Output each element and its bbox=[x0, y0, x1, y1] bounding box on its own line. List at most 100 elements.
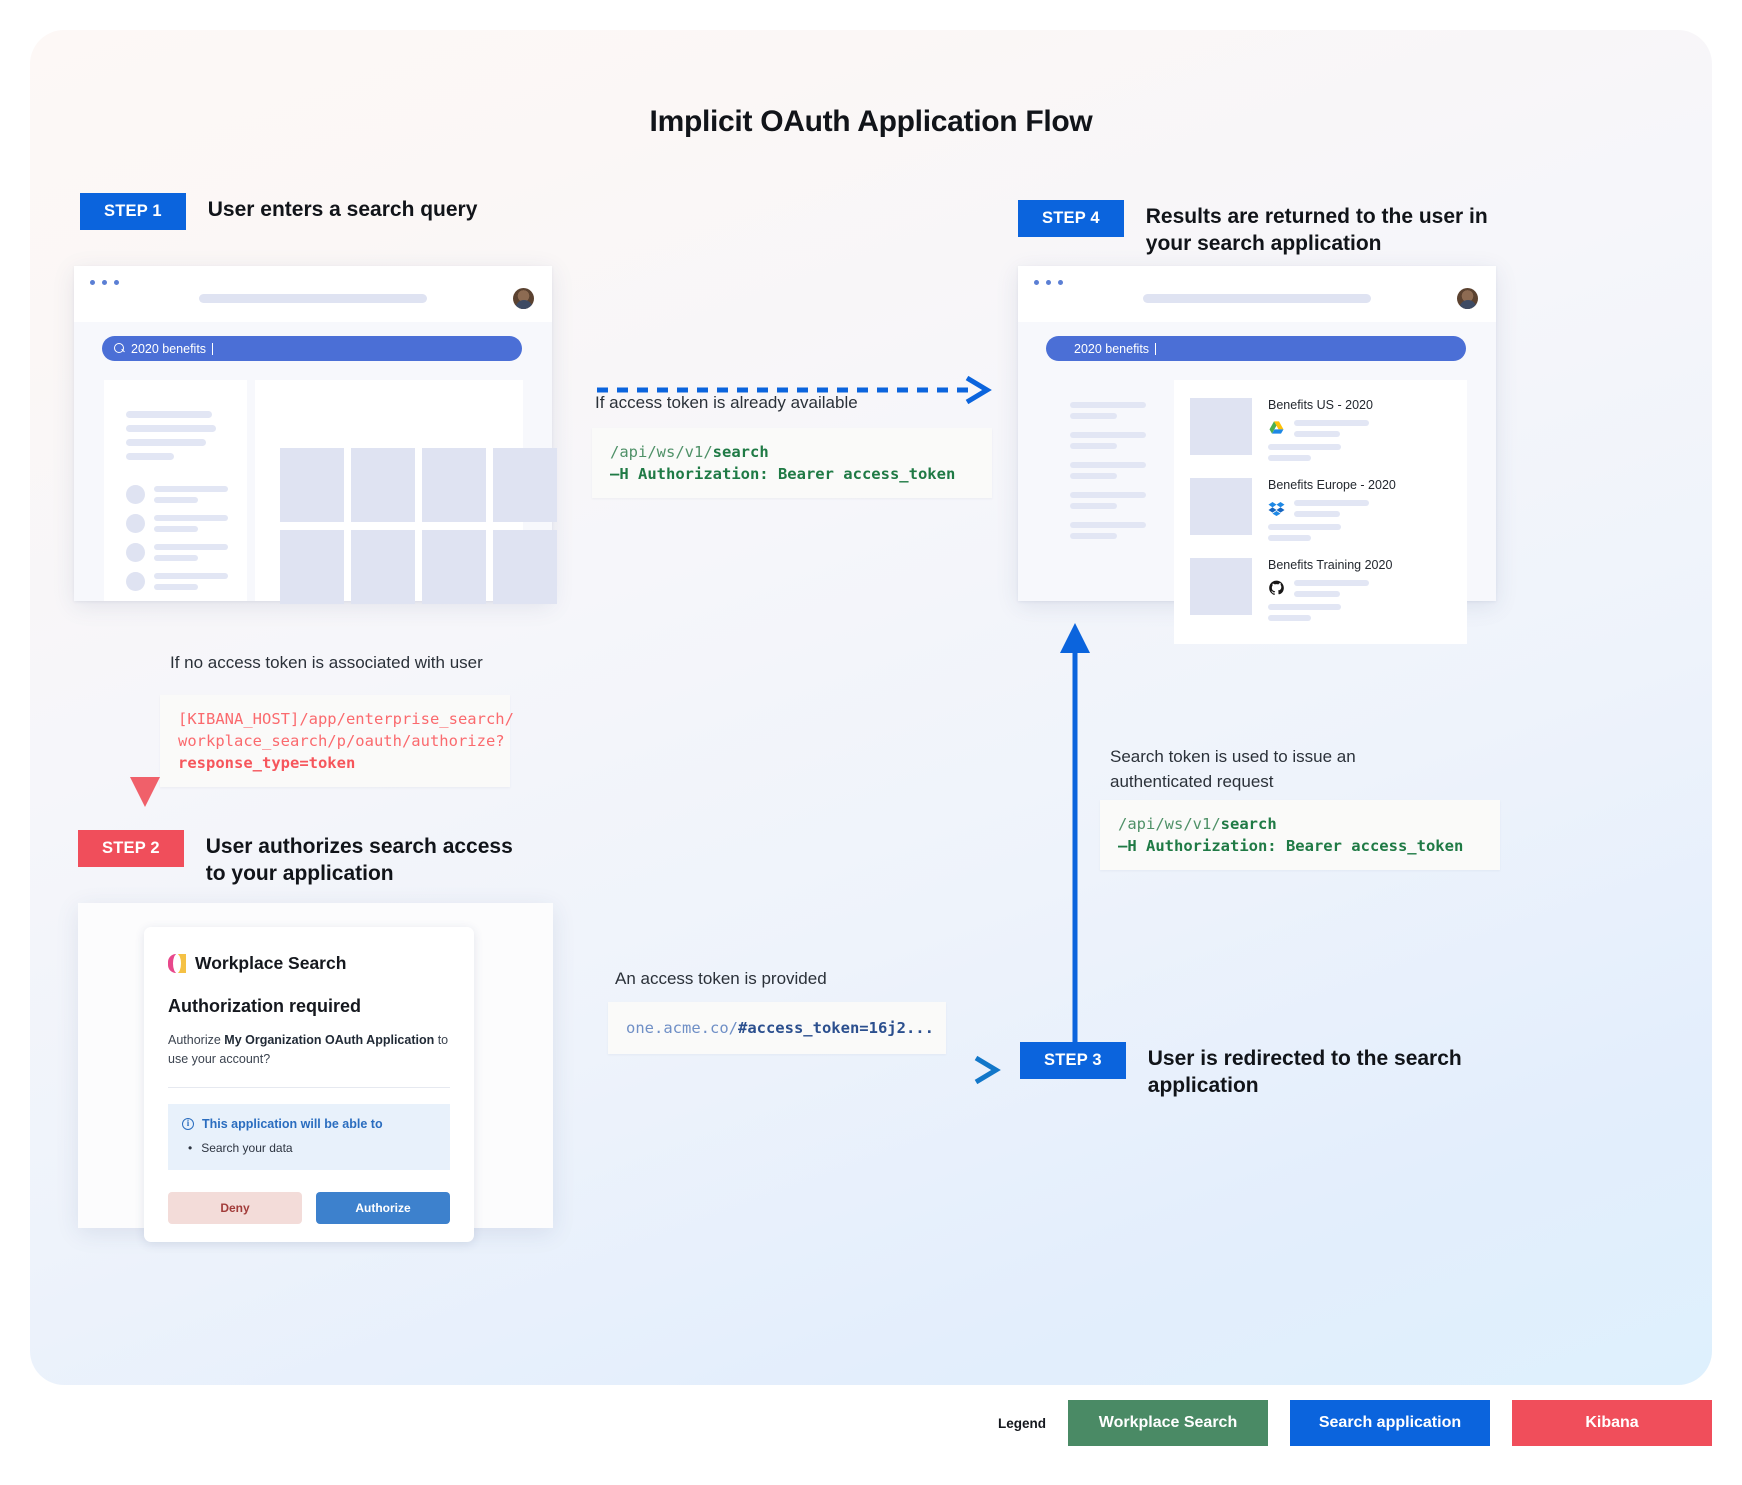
result-snippet bbox=[1294, 500, 1369, 517]
result-snippet-2 bbox=[1268, 604, 1392, 621]
arrow-step3-to-step4 bbox=[1060, 623, 1090, 1048]
step-3-badge: STEP 3 bbox=[1020, 1042, 1126, 1079]
result-snippet-2 bbox=[1268, 444, 1373, 461]
workplace-search-brand: Workplace Search bbox=[168, 953, 450, 974]
search-icon bbox=[114, 343, 125, 354]
url-bar[interactable] bbox=[199, 294, 427, 303]
legend-item-kibana: Kibana bbox=[1512, 1400, 1712, 1446]
facets-panel bbox=[1048, 380, 1166, 601]
google-drive-icon bbox=[1269, 421, 1284, 434]
code-dim: /api/ws/v1/ bbox=[610, 443, 713, 461]
window-dots-icon bbox=[90, 280, 119, 285]
product-name: Workplace Search bbox=[195, 953, 347, 973]
auth-body-pre: Authorize bbox=[168, 1033, 225, 1047]
result-thumbnail bbox=[1190, 478, 1252, 535]
search-input[interactable]: 2020 benefits bbox=[102, 336, 522, 361]
deny-button[interactable]: Deny bbox=[168, 1191, 302, 1224]
browser-mock-step1[interactable]: 2020 benefits bbox=[74, 266, 557, 604]
result-snippet-2 bbox=[1268, 524, 1396, 541]
code-dim: /api/ws/v1/ bbox=[1118, 815, 1221, 833]
arrow-step2-to-step3 bbox=[592, 1055, 1001, 1085]
code-strong: search bbox=[712, 443, 769, 461]
text-caret bbox=[1155, 342, 1157, 355]
results-grid-panel bbox=[255, 380, 557, 604]
code-strong: search bbox=[1220, 815, 1277, 833]
result-item[interactable]: Benefits Training 2020 bbox=[1190, 558, 1392, 621]
result-content: Benefits US - 2020 bbox=[1268, 398, 1373, 461]
text-caret bbox=[212, 342, 214, 355]
result-item[interactable]: Benefits US - 2020 bbox=[1190, 398, 1373, 461]
result-title: Benefits Europe - 2020 bbox=[1268, 478, 1396, 492]
search-api-code-bottom: /api/ws/v1/search –H Authorization: Bear… bbox=[1100, 800, 1500, 870]
facets-panel bbox=[104, 380, 247, 601]
avatar bbox=[1457, 288, 1478, 309]
search-input[interactable]: 2020 benefits bbox=[1046, 336, 1466, 361]
result-title: Benefits Training 2020 bbox=[1268, 558, 1393, 572]
arrow-step1-to-step2 bbox=[130, 617, 160, 807]
result-thumbnail bbox=[1190, 558, 1252, 615]
result-meta bbox=[1268, 500, 1396, 517]
avatar bbox=[513, 288, 534, 309]
result-snippet bbox=[1294, 580, 1369, 597]
callout-title-row: i This application will be able to bbox=[182, 1117, 436, 1131]
divider bbox=[168, 1086, 450, 1088]
step-1-title: User enters a search query bbox=[207, 198, 478, 221]
result-meta bbox=[1268, 420, 1373, 437]
step-4-badge: STEP 4 bbox=[1018, 200, 1124, 237]
result-content: Benefits Europe - 2020 bbox=[1268, 478, 1396, 541]
window-dots-icon bbox=[1034, 280, 1063, 285]
authenticated-request-caption: Search token is used to issue an authent… bbox=[1110, 745, 1356, 794]
authorization-card[interactable]: Workplace Search Authorization required … bbox=[144, 927, 474, 1242]
step-2-header: STEP 2 User authorizes search access to … bbox=[78, 830, 526, 888]
results-list-panel: Benefits US - 2020 bbox=[1174, 380, 1467, 644]
url-bar[interactable] bbox=[1143, 294, 1371, 303]
code-strong: #access_token=16j2... bbox=[737, 1019, 934, 1037]
step-3-header: STEP 3 User is redirected to the search … bbox=[1020, 1042, 1478, 1100]
arrow-token-available bbox=[597, 375, 992, 405]
auth-heading: Authorization required bbox=[168, 996, 361, 1016]
token-available-caption: If access token is already available bbox=[595, 393, 858, 412]
step-2-title: User authorizes search access to your ap… bbox=[205, 835, 513, 885]
step-3-title: User is redirected to the search applica… bbox=[1147, 1047, 1462, 1097]
callout-title: This application will be able to bbox=[202, 1116, 383, 1131]
dropbox-icon bbox=[1268, 502, 1285, 516]
auth-window: Workplace Search Authorization required … bbox=[78, 903, 553, 1242]
no-token-caption: If no access token is associated with us… bbox=[170, 653, 483, 672]
permissions-callout: i This application will be able to Searc… bbox=[168, 1103, 450, 1170]
result-snippet bbox=[1294, 420, 1369, 437]
caption-line-2: authenticated request bbox=[1110, 771, 1274, 791]
step-4-header: STEP 4 Results are returned to the user … bbox=[1018, 200, 1506, 258]
step-1-badge: STEP 1 bbox=[80, 193, 186, 230]
code-line-2: workplace_search/p/oauth/authorize? bbox=[178, 732, 505, 750]
result-thumbnail bbox=[1190, 398, 1252, 455]
result-title: Benefits US - 2020 bbox=[1268, 398, 1373, 412]
github-icon bbox=[1269, 580, 1284, 595]
auth-body: Authorize My Organization OAuth Applicat… bbox=[168, 1031, 450, 1069]
auth-body-post: to use your account? bbox=[168, 1033, 449, 1066]
info-icon: i bbox=[182, 1117, 194, 1130]
permission-item: Search your data bbox=[182, 1141, 436, 1155]
legend-item-search-application: Search application bbox=[1290, 1400, 1490, 1446]
step-2-badge: STEP 2 bbox=[78, 830, 184, 867]
browser-mock-step4[interactable]: 2020 benefits bbox=[1018, 266, 1496, 644]
code-dim: one.acme.co/ bbox=[626, 1019, 738, 1037]
result-meta bbox=[1268, 580, 1392, 597]
code-line-3: response_type=token bbox=[178, 754, 356, 772]
authorize-button[interactable]: Authorize bbox=[316, 1191, 450, 1224]
auth-body-app: My Organization OAuth Application bbox=[224, 1033, 435, 1047]
legend-label: Legend bbox=[997, 1415, 1046, 1431]
token-provided-caption: An access token is provided bbox=[615, 969, 827, 988]
workplace-search-logo-icon bbox=[168, 954, 186, 973]
code-line-2: –H Authorization: Bearer access_token bbox=[1118, 837, 1464, 855]
step-1-header: STEP 1 User enters a search query bbox=[80, 193, 477, 230]
search-input-value: 2020 benefits bbox=[131, 341, 207, 356]
redirect-token-code: one.acme.co/#access_token=16j2... bbox=[608, 1002, 946, 1054]
code-line-1: [KIBANA_HOST]/app/enterprise_search/ bbox=[178, 710, 514, 728]
legend-item-workplace-search: Workplace Search bbox=[1068, 1400, 1268, 1446]
diagram-board: Implicit OAuth Application Flow STEP 1 U… bbox=[30, 30, 1712, 1385]
auth-actions: Deny Authorize bbox=[168, 1191, 450, 1224]
result-content: Benefits Training 2020 bbox=[1268, 558, 1392, 621]
mock-body: 2020 benefits bbox=[74, 322, 557, 604]
result-item[interactable]: Benefits Europe - 2020 bbox=[1190, 478, 1396, 541]
